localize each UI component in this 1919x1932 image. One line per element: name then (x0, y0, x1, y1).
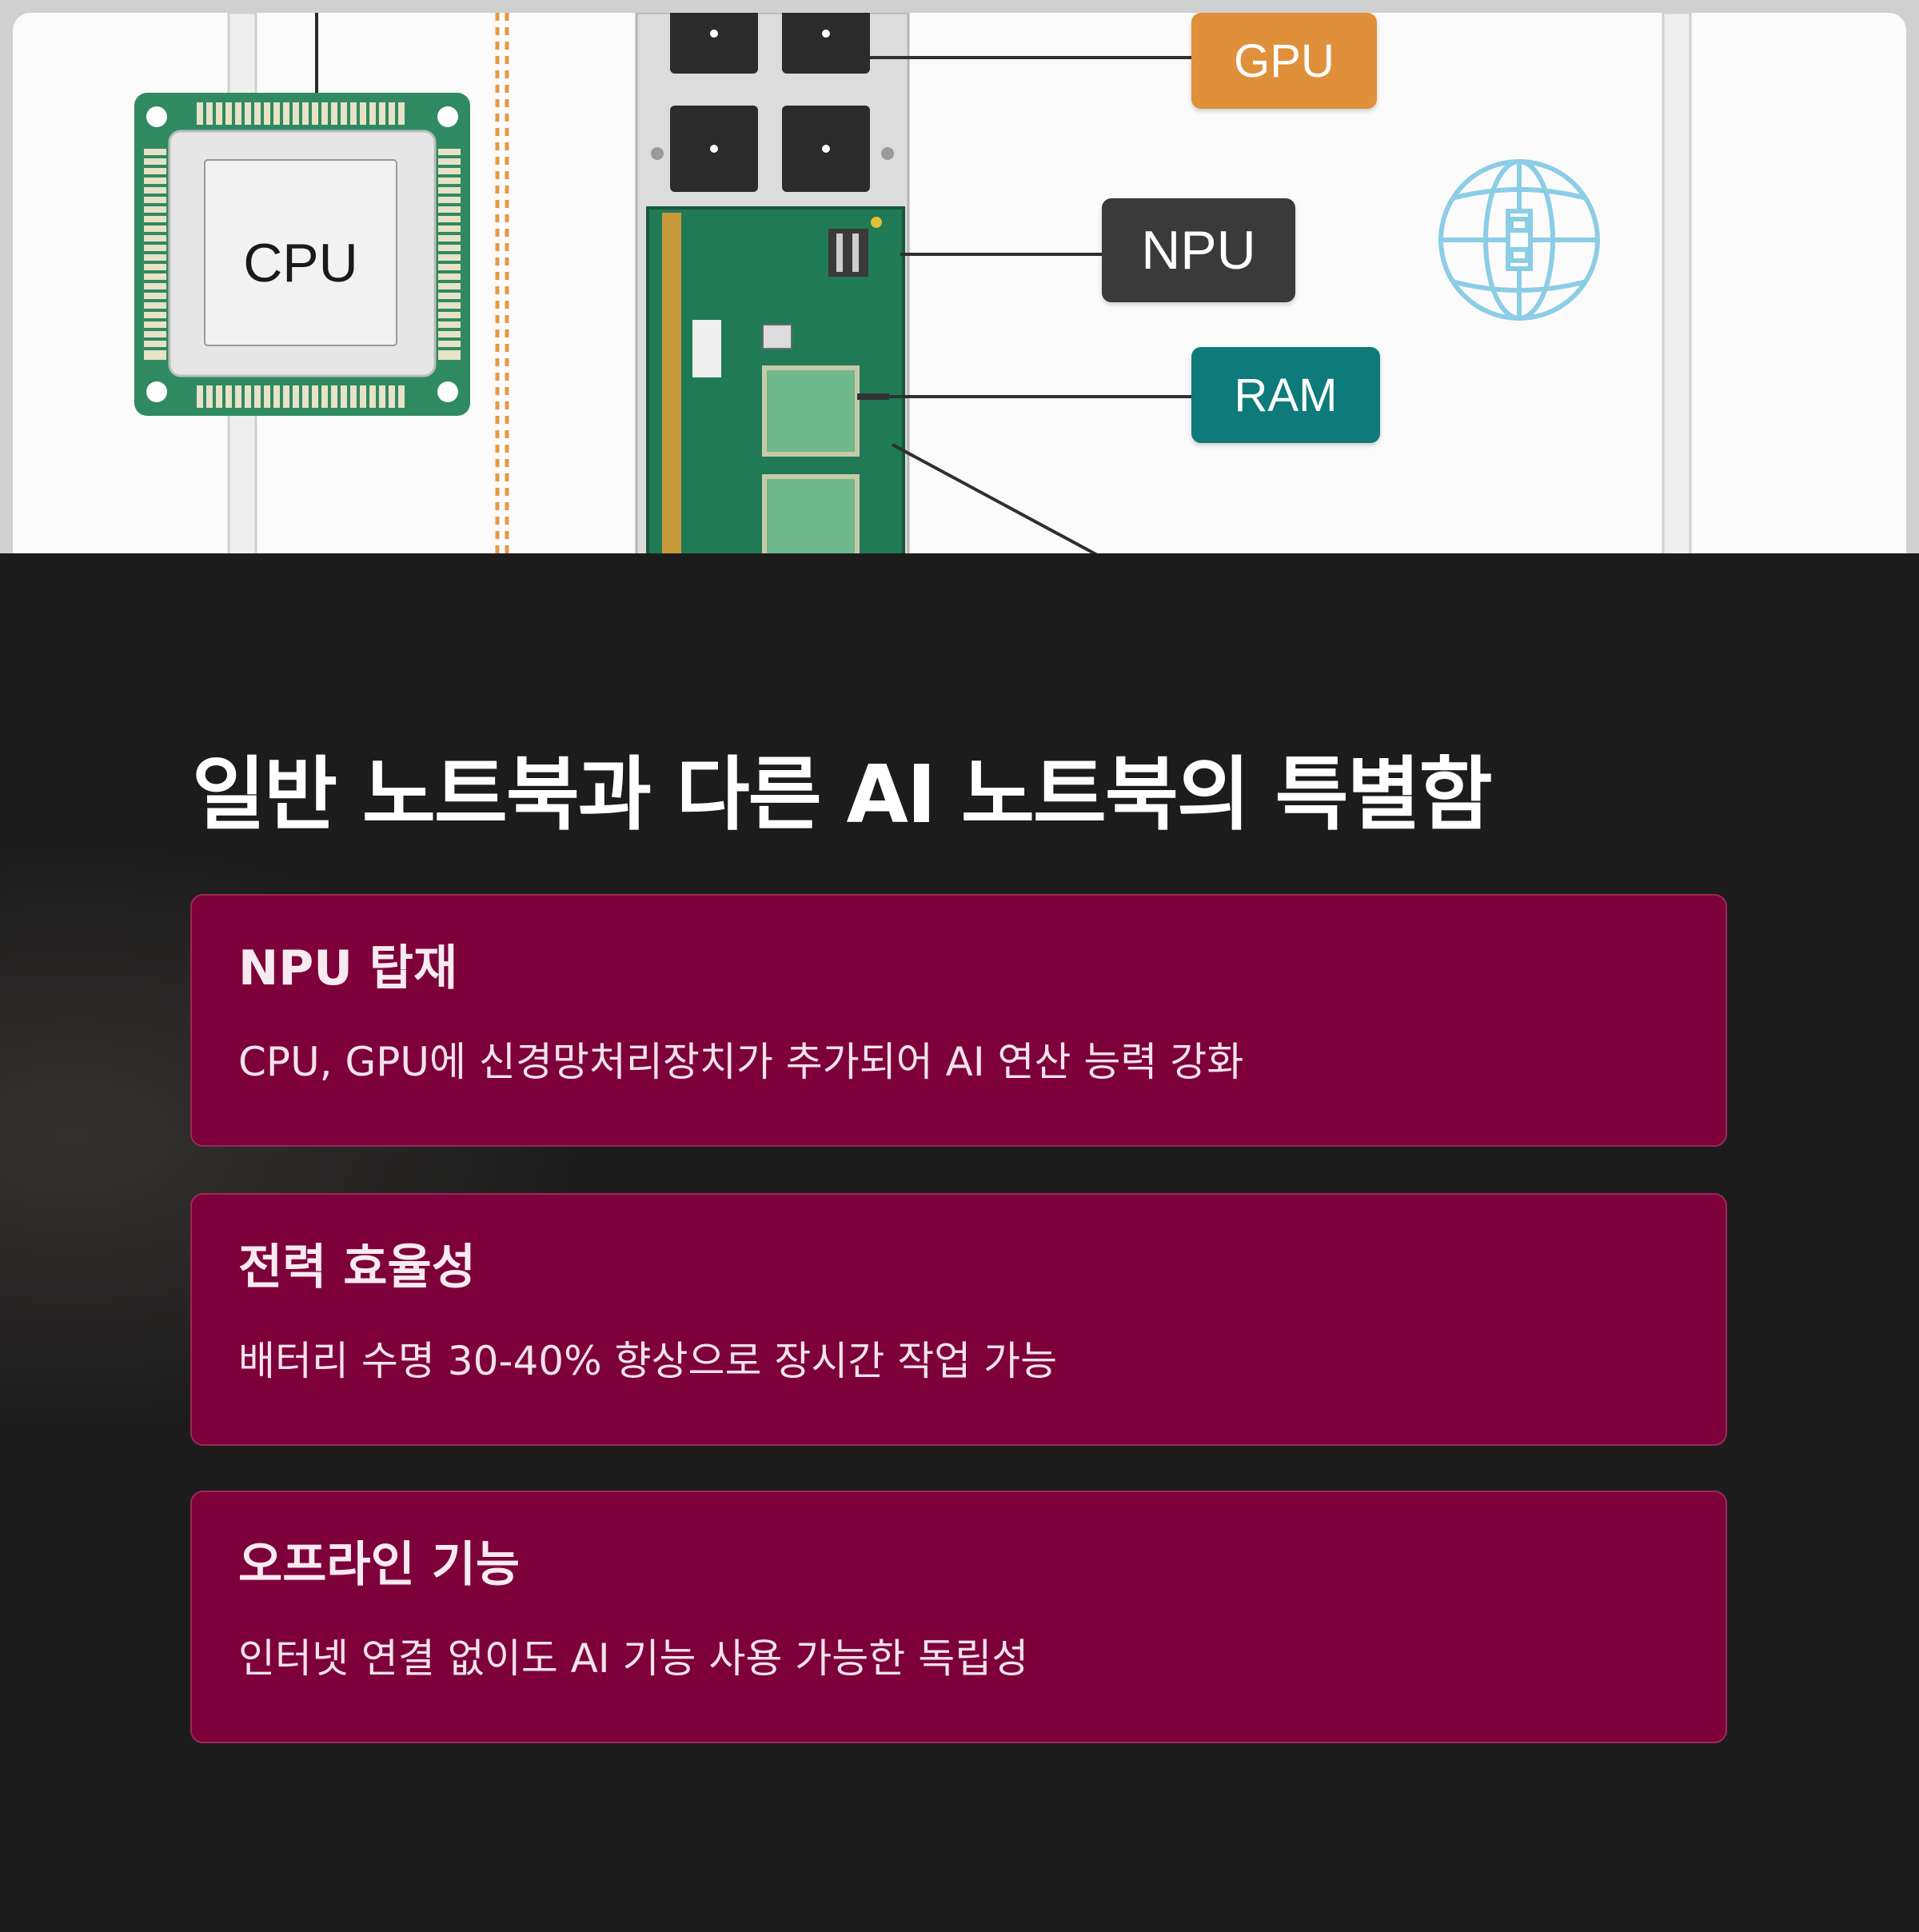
feature-title: 오프라인 기능 (238, 1537, 521, 1593)
motherboard (635, 13, 910, 553)
npu-label-text: NPU (1141, 220, 1256, 281)
feature-title: NPU 탑재 (238, 940, 458, 996)
feature-description: 배터리 수명 30-40% 향상으로 장시간 작업 가능 (238, 1338, 1058, 1384)
npu-label: NPU (1102, 198, 1295, 302)
gpu-label-text: GPU (1234, 34, 1335, 87)
gpu-label: GPU (1191, 13, 1377, 109)
hardware-diagram-art (134, 13, 1692, 553)
section-title: 일반 노트북과 다른 AI 노트북의 특별함 (192, 748, 1493, 841)
hardware-diagram: CPU GPU NPU RAM (13, 13, 1906, 553)
feature-card-npu: NPU 탑재 CPU, GPU에 신경망처리장치가 추가되어 AI 연산 능력 … (190, 894, 1727, 1147)
feature-card-power: 전력 효율성 배터리 수명 30-40% 향상으로 장시간 작업 가능 (190, 1193, 1727, 1446)
features-section: 일반 노트북과 다른 AI 노트북의 특별함 NPU 탑재 CPU, GPU에 … (0, 553, 1919, 1932)
feature-description: CPU, GPU에 신경망처리장치가 추가되어 AI 연산 능력 강화 (238, 1039, 1244, 1085)
feature-card-offline: 오프라인 기능 인터넷 연결 없이도 AI 기능 사용 가능한 독립성 (190, 1491, 1727, 1743)
cpu-chip (134, 13, 470, 416)
globe-icon (1438, 159, 1600, 321)
cpu-label: CPU (243, 233, 358, 293)
ram-label: RAM (1191, 347, 1380, 443)
ram-label-text: RAM (1234, 369, 1338, 421)
hero-illustration: CPU GPU NPU RAM (0, 0, 1919, 553)
feature-title: 전력 효율성 (238, 1239, 476, 1295)
feature-description: 인터넷 연결 없이도 AI 기능 사용 가능한 독립성 (238, 1635, 1029, 1682)
